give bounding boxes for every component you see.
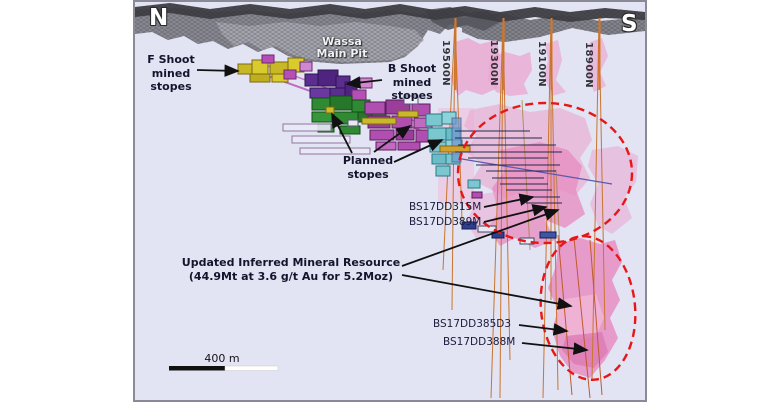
f-shoot-line1: F Shoot [147,53,195,66]
scale-bar-label: 400 m [204,352,240,365]
section-label-19300n: 19300N [488,40,499,87]
resource-outline-ellipses [456,101,637,381]
surface-topography [135,3,645,64]
f-shoot-line3: stopes [150,80,192,93]
section-label-19100n: 19100N [536,41,547,88]
scale-bar [169,365,279,371]
b-shoot-line2: mined [392,75,432,89]
lower-resource-ellipse [539,235,637,381]
planned-line1: Planned [342,154,394,167]
south-label: S [621,11,638,37]
cross-section-frame: N S Wassa Main Pit F Shoot mined stopes … [133,0,647,402]
planned-line2: stopes [347,167,389,181]
resource-note-line1: Updated Inferred Mineral Resource [181,256,401,269]
north-label: N [149,5,169,31]
development-levels [455,130,562,204]
section-label-19500n: 19500N [440,40,451,87]
resource-note-line2: (44.9Mt at 3.6 g/t Au for 5.2Moz) [188,270,394,283]
drillhole-label-bs17dd389m: BS17DD389M [409,216,482,228]
f-shoot-line2: mined [151,66,191,80]
upper-resource-ellipse [456,101,634,245]
section-label-18900n: 18900N [583,42,594,89]
drillhole-label-bs17dd315m: BS17DD315M [409,201,482,213]
resource-note: Updated Inferred Mineral Resource (44.9M… [181,256,401,284]
drillhole-label-bs17dd388m: BS17DD388M [443,336,516,348]
pit-label-line2: Main Pit [316,47,368,60]
pit-label-line1: Wassa [322,35,362,48]
b-shoot-line3: stopes [391,89,433,102]
drillhole-label-bs17dd385d3: BS17DD385D3 [433,318,512,330]
mineralized-zones [438,38,638,378]
f-shoot-label: F Shoot mined stopes [139,53,203,94]
b-shoot-label: B Shoot mined stopes [382,62,442,103]
cross-section-canvas [135,3,645,399]
pit-label: Wassa Main Pit [307,36,377,60]
annotation-arrows [196,64,589,355]
b-shoot-line1: B Shoot [387,62,437,75]
planned-stopes-label: Planned stopes [339,154,397,181]
